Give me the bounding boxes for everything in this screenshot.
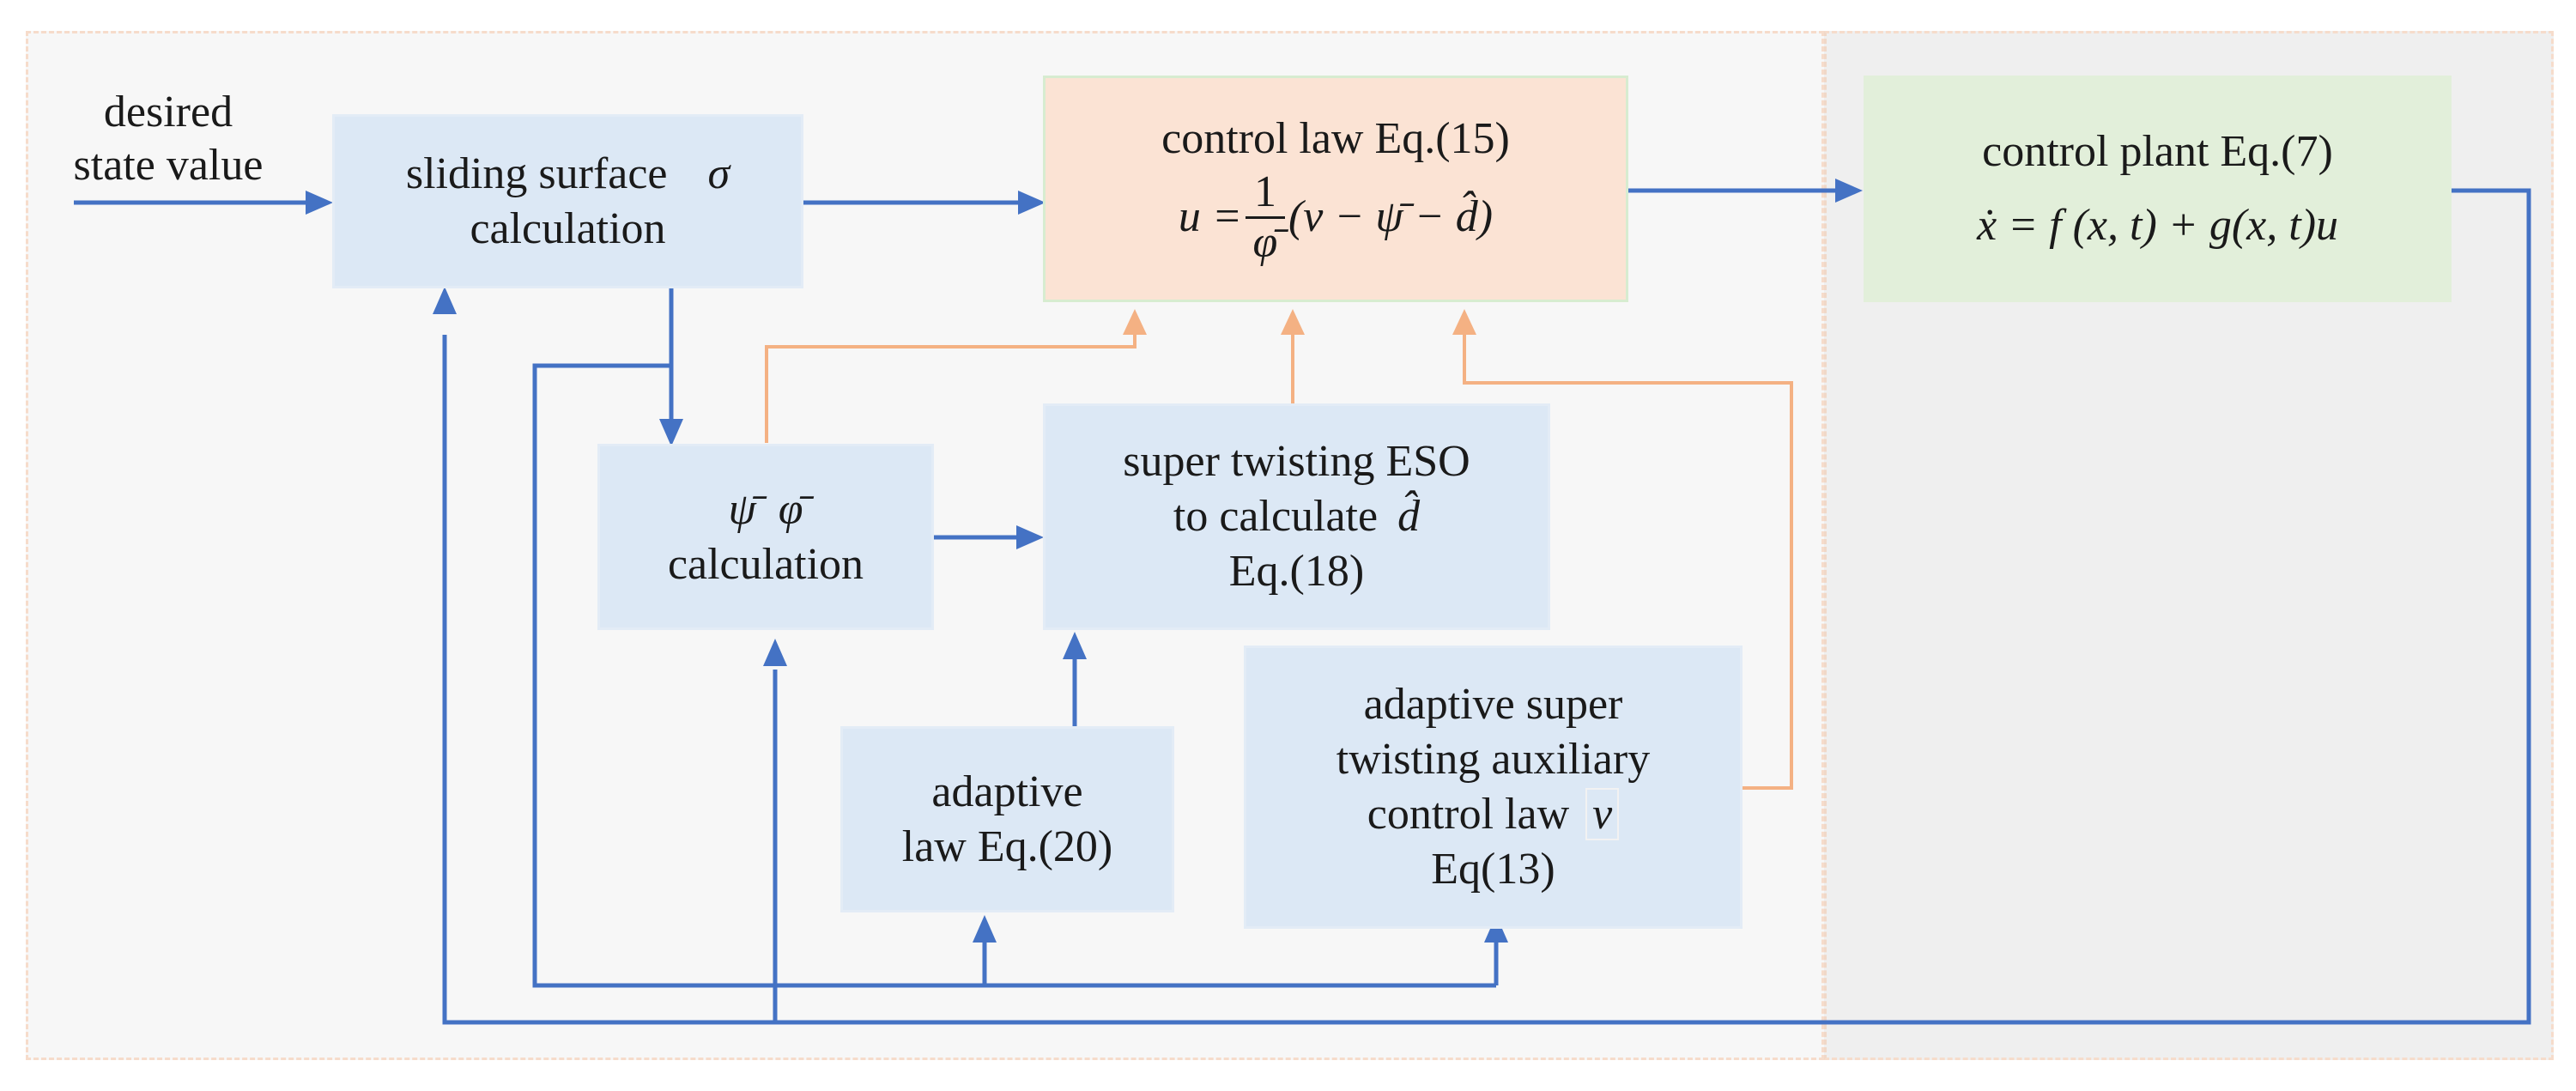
eso-line1: super twisting ESO bbox=[1123, 437, 1470, 486]
sliding-surface-block: sliding surface σ calculation bbox=[332, 114, 803, 288]
to-adaptive-arrowhead bbox=[973, 915, 997, 943]
psi-phi-line2: calculation bbox=[667, 539, 864, 589]
fraction-denominator: φ̄ bbox=[1252, 217, 1278, 267]
auxiliary-law-block: adaptive super twisting auxiliary contro… bbox=[1244, 646, 1743, 929]
sliding-to-psiphi-arrowhead bbox=[659, 419, 683, 446]
adaptive-law-line1: adaptive bbox=[931, 767, 1083, 816]
auxiliary-line2: twisting auxiliary bbox=[1336, 735, 1651, 784]
auxiliary-line1: adaptive super bbox=[1363, 680, 1623, 729]
plant-feedback-line bbox=[442, 188, 2531, 1025]
eso-block: super twisting ESO to calculate d̂ Eq.(1… bbox=[1043, 403, 1550, 630]
control-law-title: control law Eq.(15) bbox=[1161, 113, 1510, 163]
sliding-surface-line2: calculation bbox=[470, 203, 666, 253]
eso-line2: to calculate d̂ bbox=[1173, 489, 1420, 544]
control-to-plant-arrowhead bbox=[1835, 179, 1863, 203]
input-label: desired state value bbox=[31, 86, 306, 192]
input-arrowhead bbox=[306, 191, 333, 215]
psiphi-to-eso-arrowhead bbox=[1016, 525, 1044, 549]
sliding-surface-label: sliding surface bbox=[405, 148, 668, 198]
control-law-lhs: u = bbox=[1178, 192, 1242, 241]
fraction-numerator: 1 bbox=[1245, 167, 1285, 219]
psi-phi-symbols: ψ̄ φ̄ bbox=[728, 484, 803, 534]
input-label-line2: state value bbox=[73, 141, 264, 190]
auxiliary-line4: Eq(13) bbox=[1431, 845, 1555, 894]
to-auxiliary-arrowhead bbox=[1484, 915, 1508, 943]
auxiliary-to-control-orange-arrowhead bbox=[1452, 309, 1476, 335]
sliding-to-control-arrowhead bbox=[1018, 191, 1046, 215]
sigma-feedback-line bbox=[532, 363, 1496, 988]
control-law-block: control law Eq.(15) u = 1 φ̄ (v − ψ̄ − d… bbox=[1043, 76, 1628, 302]
v-symbol: v bbox=[1585, 788, 1620, 840]
plant-feedback-arrowhead bbox=[433, 287, 457, 314]
control-law-equation: u = 1 φ̄ (v − ψ̄ − d̂) bbox=[1178, 167, 1494, 267]
control-plant-title: control plant Eq.(7) bbox=[1982, 127, 2333, 176]
psi-phi-block: ψ̄ φ̄ calculation bbox=[597, 444, 934, 630]
control-law-fraction: 1 φ̄ bbox=[1245, 167, 1285, 267]
adaptive-to-eso-arrowhead bbox=[1063, 632, 1087, 659]
auxiliary-line3-text: control law bbox=[1367, 790, 1570, 839]
control-plant-equation: ẋ = f (x, t) + g(x, t)u bbox=[1976, 201, 2339, 250]
eso-line2-text: to calculate bbox=[1173, 492, 1379, 541]
to-psiphi-feedback-arrowhead bbox=[763, 639, 787, 666]
control-law-rhs: (v − ψ̄ − d̂) bbox=[1288, 192, 1494, 241]
adaptive-law-block: adaptive law Eq.(20) bbox=[840, 726, 1174, 912]
sigma-symbol: σ bbox=[707, 148, 730, 198]
control-plant-block: control plant Eq.(7) ẋ = f (x, t) + g(x,… bbox=[1864, 76, 2452, 302]
eso-to-control-orange-arrowhead bbox=[1281, 309, 1305, 335]
psiphi-to-control-orange bbox=[765, 333, 1136, 443]
auxiliary-line3: control law v bbox=[1367, 787, 1620, 842]
adaptive-law-line2: law Eq.(20) bbox=[901, 821, 1113, 871]
sliding-surface-line1: sliding surface σ bbox=[406, 147, 730, 202]
d-hat-symbol: d̂ bbox=[1397, 492, 1421, 541]
input-label-line1: desired bbox=[103, 88, 233, 136]
eso-line3: Eq.(18) bbox=[1228, 547, 1365, 596]
psiphi-to-control-orange-arrowhead bbox=[1123, 309, 1147, 335]
auxiliary-to-control-orange bbox=[1463, 333, 1793, 790]
